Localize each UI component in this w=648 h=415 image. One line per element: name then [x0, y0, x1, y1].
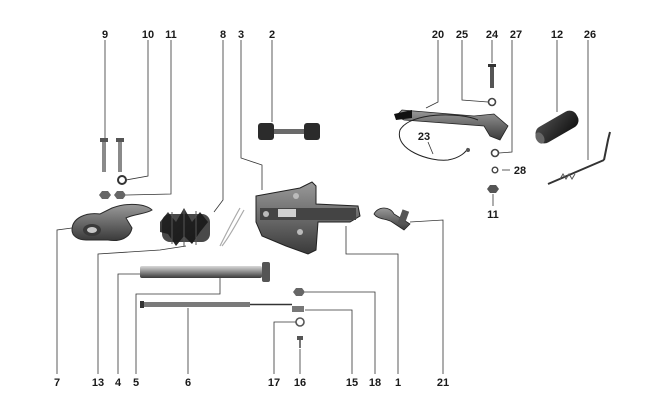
handle-grip [535, 110, 579, 144]
coupling-head [71, 203, 153, 241]
nut [293, 288, 305, 296]
washer [487, 97, 497, 107]
leader-lines [56, 40, 589, 374]
label-4: 4 [115, 377, 122, 389]
part-labels: 9 10 11 8 3 2 20 25 24 27 12 26 23 28 11… [54, 29, 596, 389]
label-21: 23 [418, 131, 430, 143]
label-11: 11 [165, 29, 177, 41]
label-7: 7 [54, 377, 60, 389]
label-27: 27 [510, 29, 522, 41]
label-5: 5 [133, 377, 139, 389]
washer [490, 148, 500, 158]
pin [488, 64, 496, 88]
label-3: 3 [238, 29, 244, 41]
label-25: 25 [456, 29, 468, 41]
label-9: 9 [102, 29, 108, 41]
label-15: 15 [346, 377, 358, 389]
label-18: 18 [369, 377, 381, 389]
rubber-bellows [160, 208, 210, 246]
label-12: 12 [551, 29, 563, 41]
label-10: 10 [142, 29, 154, 41]
label-24: 24 [486, 29, 499, 41]
handbrake-lever [394, 109, 509, 141]
bolt-pair [100, 138, 124, 172]
label-26: 26 [584, 29, 596, 41]
label-20: 20 [432, 29, 444, 41]
brake-cable [398, 114, 479, 161]
spacer-tubes [258, 123, 320, 140]
washer [491, 166, 499, 174]
label-28: 28 [514, 165, 526, 177]
label-1: 1 [395, 377, 401, 389]
shock-rod [140, 301, 292, 308]
retaining-clip [219, 207, 245, 247]
label-11-right: 11 [487, 209, 499, 221]
bracket [292, 306, 304, 312]
small-washer [295, 317, 305, 327]
nut-pair [99, 191, 126, 199]
label-6: 6 [185, 377, 191, 389]
spring-rod [547, 131, 611, 185]
small-bolt [297, 336, 303, 348]
nut [487, 185, 499, 193]
label-23: 21 [437, 377, 449, 389]
label-8: 8 [220, 29, 226, 41]
label-2: 2 [269, 29, 275, 41]
washer [117, 175, 127, 185]
locking-lever [373, 207, 411, 231]
coupler-housing [255, 181, 361, 255]
label-13: 13 [92, 377, 104, 389]
drawbar-tube [140, 262, 270, 282]
label-17: 17 [268, 377, 280, 389]
label-16: 16 [294, 377, 306, 389]
